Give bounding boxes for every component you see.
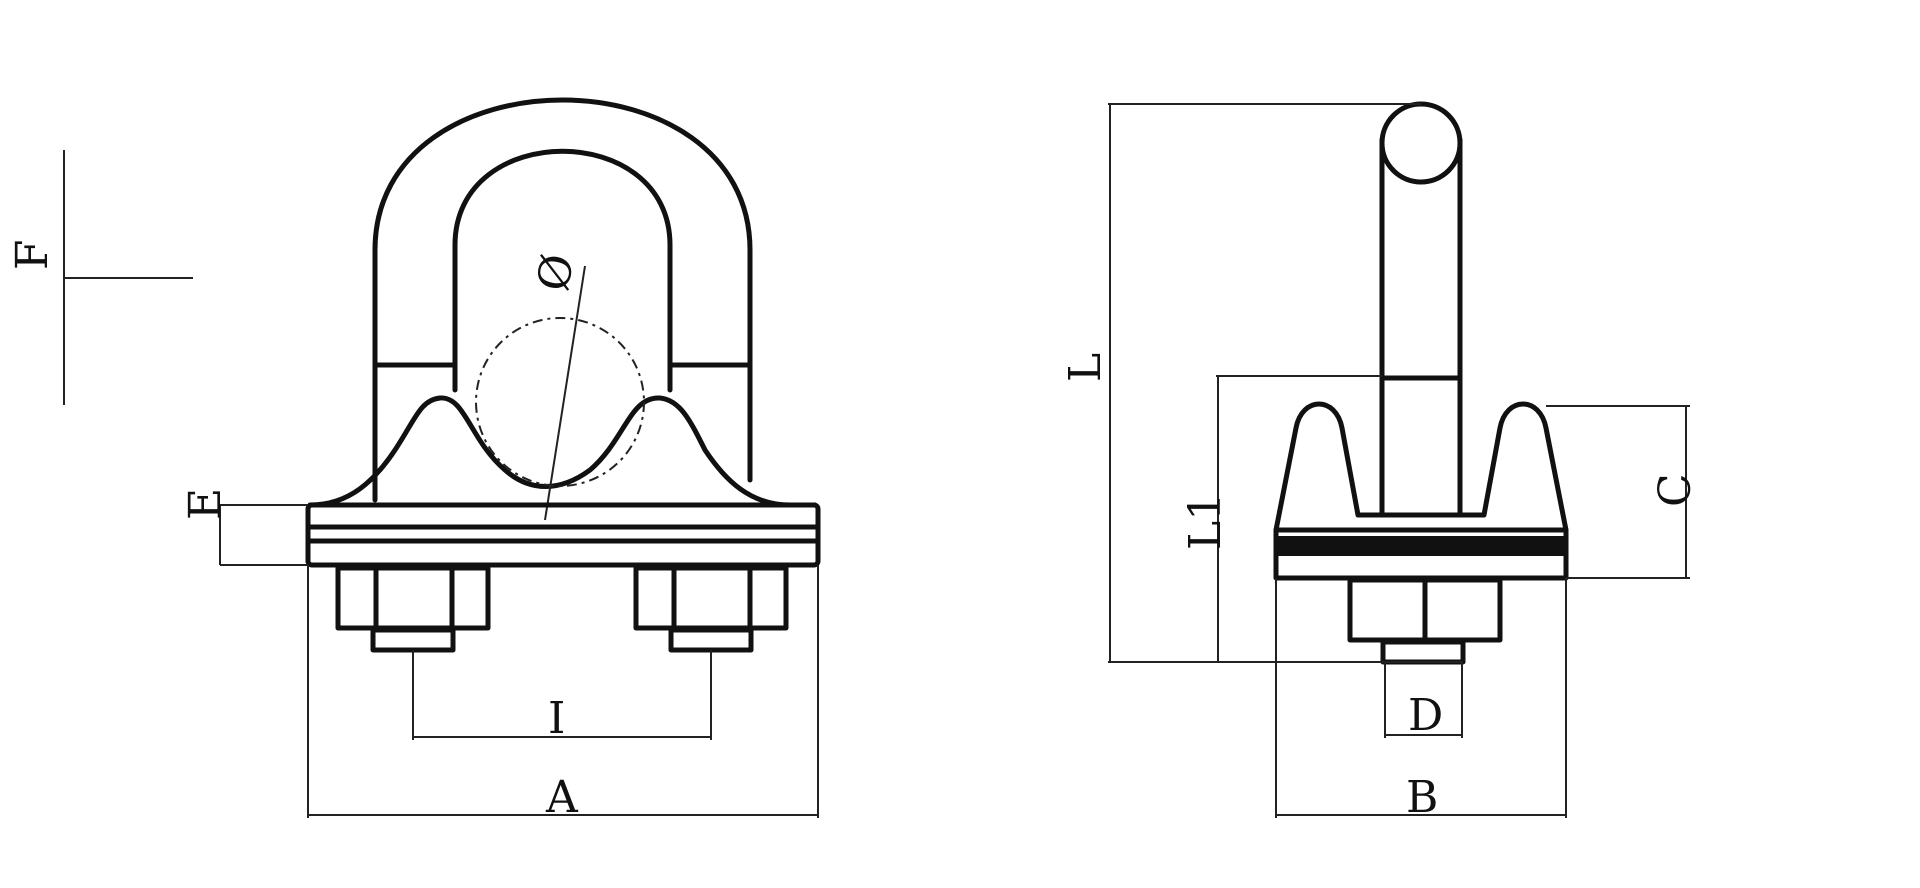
right-bolt-end bbox=[668, 627, 754, 653]
dim-l-label: L bbox=[1060, 353, 1111, 382]
dim-c-label: C bbox=[1650, 473, 1701, 507]
side-bolt-end bbox=[1380, 639, 1466, 665]
base-plate bbox=[305, 502, 821, 568]
diameter-label: Ø bbox=[528, 250, 584, 294]
left-nut bbox=[335, 565, 491, 631]
bolt-top-section bbox=[1379, 101, 1463, 185]
side-view: L L1 C D B bbox=[1060, 101, 1701, 823]
rope-section bbox=[475, 317, 645, 487]
side-saddle bbox=[1273, 401, 1569, 533]
dim-a-label: A bbox=[545, 772, 579, 823]
front-view: Ø F E I A bbox=[7, 97, 821, 823]
dim-e-label: E bbox=[180, 488, 231, 520]
dim-f-label: F bbox=[7, 239, 58, 270]
dim-d-label: D bbox=[1408, 690, 1443, 741]
dim-l1-label: L1 bbox=[1180, 493, 1231, 550]
dim-b-label: B bbox=[1406, 772, 1438, 823]
left-bolt-end bbox=[370, 627, 456, 653]
diameter-leader bbox=[544, 265, 586, 521]
dim-i-label: I bbox=[548, 693, 565, 744]
right-nut bbox=[633, 565, 789, 631]
u-bolt-inner bbox=[452, 148, 673, 393]
side-plate-dark bbox=[1275, 536, 1567, 556]
u-bolt-outer bbox=[372, 97, 753, 503]
